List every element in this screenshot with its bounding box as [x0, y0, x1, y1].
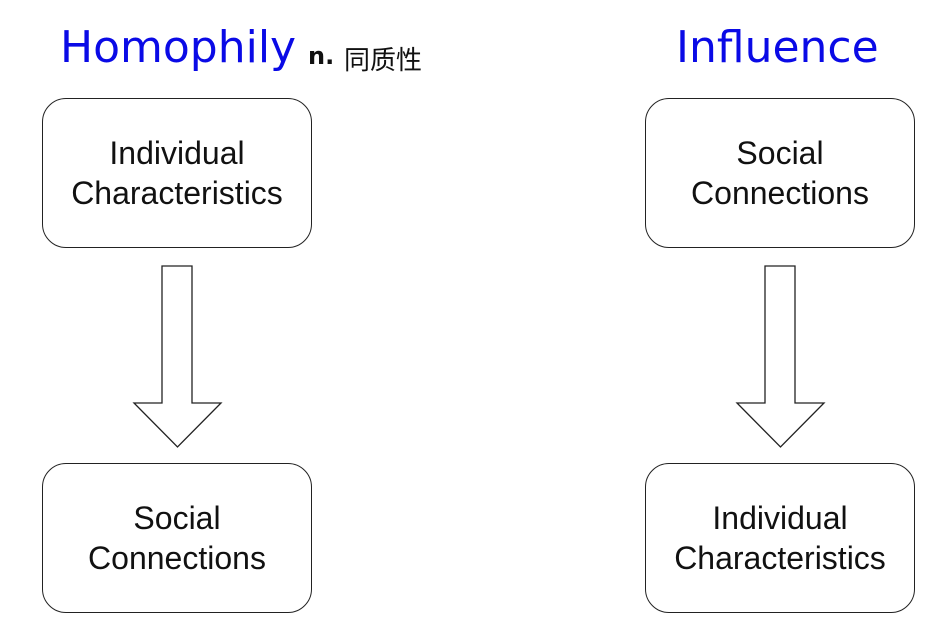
homophily-effect-box: Social Connections	[42, 463, 312, 613]
influence-effect-box: Individual Characteristics	[645, 463, 915, 613]
box-label-line-2: Characteristics	[674, 540, 886, 576]
influence-title: Influence	[676, 22, 879, 73]
chinese-translation: 同质性	[344, 46, 423, 76]
homophily-title: Homophily	[60, 22, 297, 73]
part-of-speech-label: n.	[308, 42, 335, 70]
box-label-line-1: Social	[133, 500, 221, 536]
box-label-line-1: Social	[736, 135, 824, 171]
box-label-line-1: Individual	[109, 135, 245, 171]
box-label-line-1: Individual	[712, 500, 848, 536]
box-label-line-2: Connections	[88, 540, 266, 576]
box-label-line-2: Characteristics	[71, 175, 283, 211]
box-label-line-2: Connections	[691, 175, 869, 211]
influence-cause-box: Social Connections	[645, 98, 915, 248]
down-arrow-icon	[735, 265, 826, 448]
homophily-cause-box: Individual Characteristics	[42, 98, 312, 248]
down-arrow-icon	[132, 265, 223, 448]
